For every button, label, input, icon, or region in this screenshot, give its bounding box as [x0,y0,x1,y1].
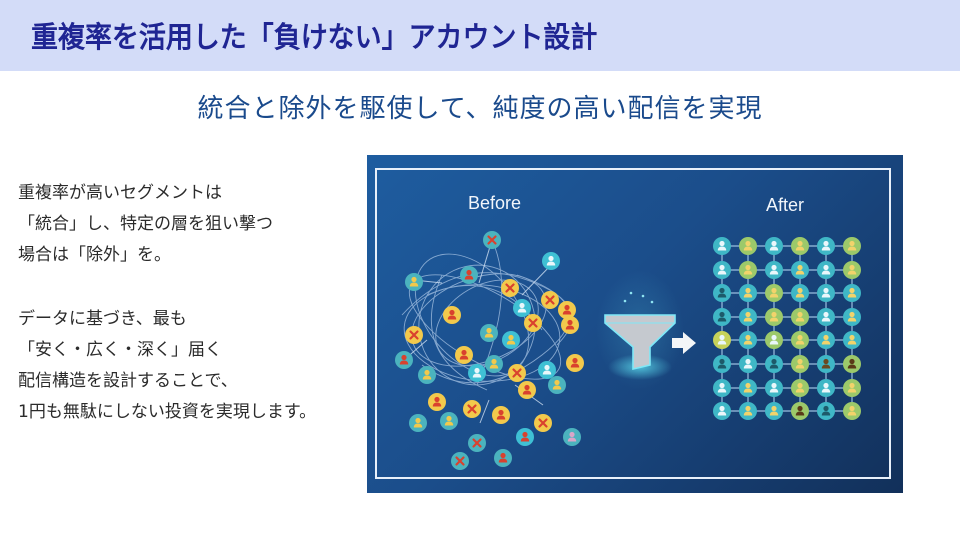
body-line: 「統合」し、特定の層を狙い撃つ [18,214,273,234]
before-label: Before [468,193,522,213]
after-label: After [766,195,805,215]
body-line: 1円も無駄にしない投資を実現します。 [18,402,317,422]
figure-frame [375,168,891,479]
body-line: 場合は「除外」を。 [18,245,171,265]
body-text: 重複率が高いセグメントは 「統合」し、特定の層を狙い撃つ 場合は「除外」を。 デ… [18,178,368,428]
arrow-right-icon [672,332,696,354]
body-line: データに基づき、最も [18,309,187,329]
before-after-illustration: Before After [367,155,903,493]
body-line: 重複率が高いセグメントは [18,183,222,203]
ordered-user-grid [713,237,861,420]
body-line: 配信構造を設計することで、 [18,371,238,391]
funnel-icon [596,270,684,390]
tangled-network-icon [395,231,861,470]
page-title: 重複率を活用した「負けない」アカウント設計 [31,20,598,54]
header-bar: 重複率を活用した「負けない」アカウント設計 [0,0,960,71]
body-line: 「安く・広く・深く」届く [18,340,222,360]
page-subtitle: 統合と除外を駆使して、純度の高い配信を実現 [197,94,763,124]
